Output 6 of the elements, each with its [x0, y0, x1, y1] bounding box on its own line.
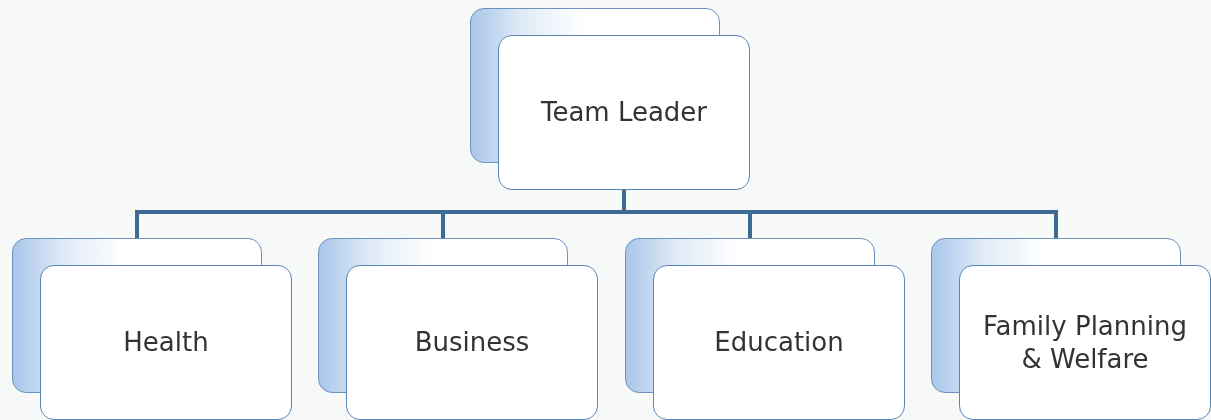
role-label: Business [414, 326, 530, 359]
role-label: Health [123, 326, 209, 359]
role-label: Family Planning & Welfare [982, 310, 1188, 375]
connector-line [622, 190, 1058, 238]
role-label: Education [714, 326, 844, 359]
role-label: Team Leader [540, 96, 708, 129]
